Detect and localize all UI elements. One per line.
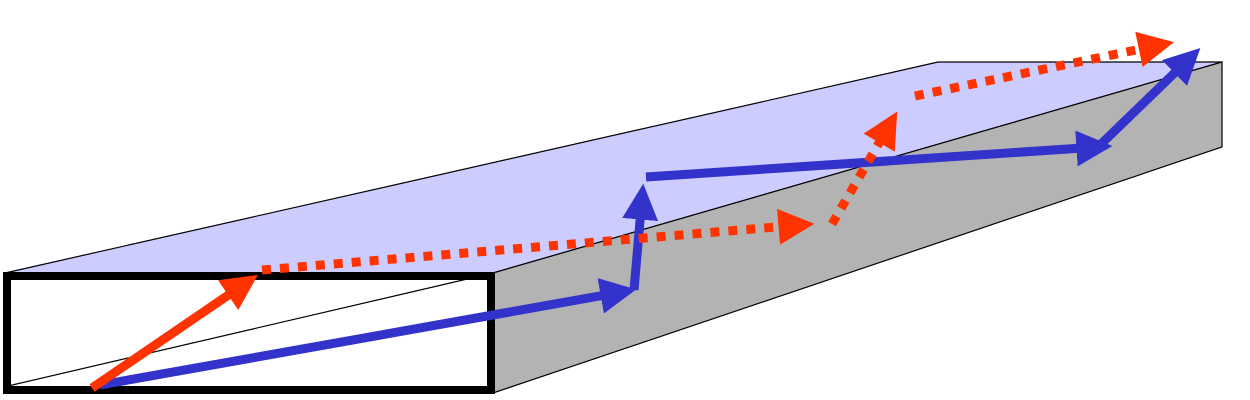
blue-segment-1 (99, 278, 637, 390)
red-segment-4 (914, 31, 1175, 101)
blue-segment-2 (622, 183, 659, 291)
red-segment-3 (828, 111, 898, 227)
red-segment-1 (89, 274, 258, 392)
slab-inner-edge (7, 272, 494, 387)
red-ray-path (89, 31, 1175, 392)
slab-front-face (3, 272, 495, 394)
blue-segment-4 (1094, 47, 1201, 151)
